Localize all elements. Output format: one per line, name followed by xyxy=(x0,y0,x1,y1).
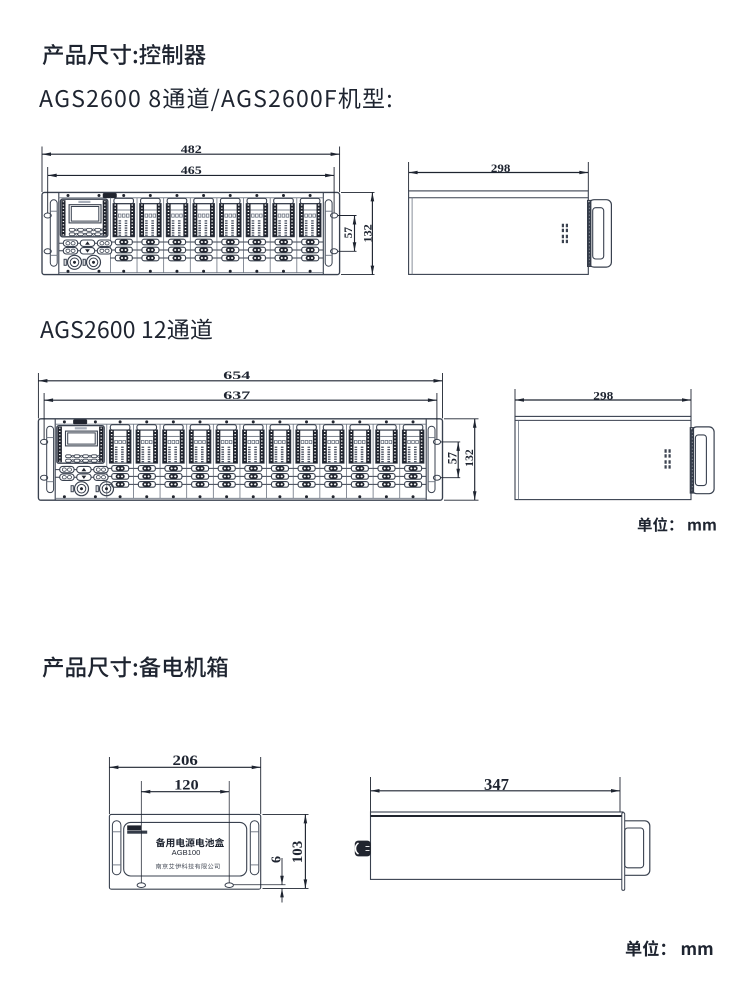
svg-text:654: 654 xyxy=(223,370,250,382)
svg-text:6: 6 xyxy=(270,856,285,863)
svg-text:120: 120 xyxy=(174,778,199,794)
svg-text:57: 57 xyxy=(446,452,460,464)
svg-text:206: 206 xyxy=(173,753,198,769)
svg-text:132: 132 xyxy=(462,449,476,467)
svg-text:132: 132 xyxy=(363,224,375,243)
svg-text:465: 465 xyxy=(181,165,202,177)
svg-text:637: 637 xyxy=(223,390,250,402)
svg-text:AGB100: AGB100 xyxy=(172,848,201,857)
svg-text:298: 298 xyxy=(491,163,511,175)
svg-text:347: 347 xyxy=(484,775,509,794)
svg-text:298: 298 xyxy=(593,388,613,402)
svg-text:482: 482 xyxy=(181,144,202,156)
svg-text:103: 103 xyxy=(290,841,306,864)
svg-text:57: 57 xyxy=(343,227,355,239)
